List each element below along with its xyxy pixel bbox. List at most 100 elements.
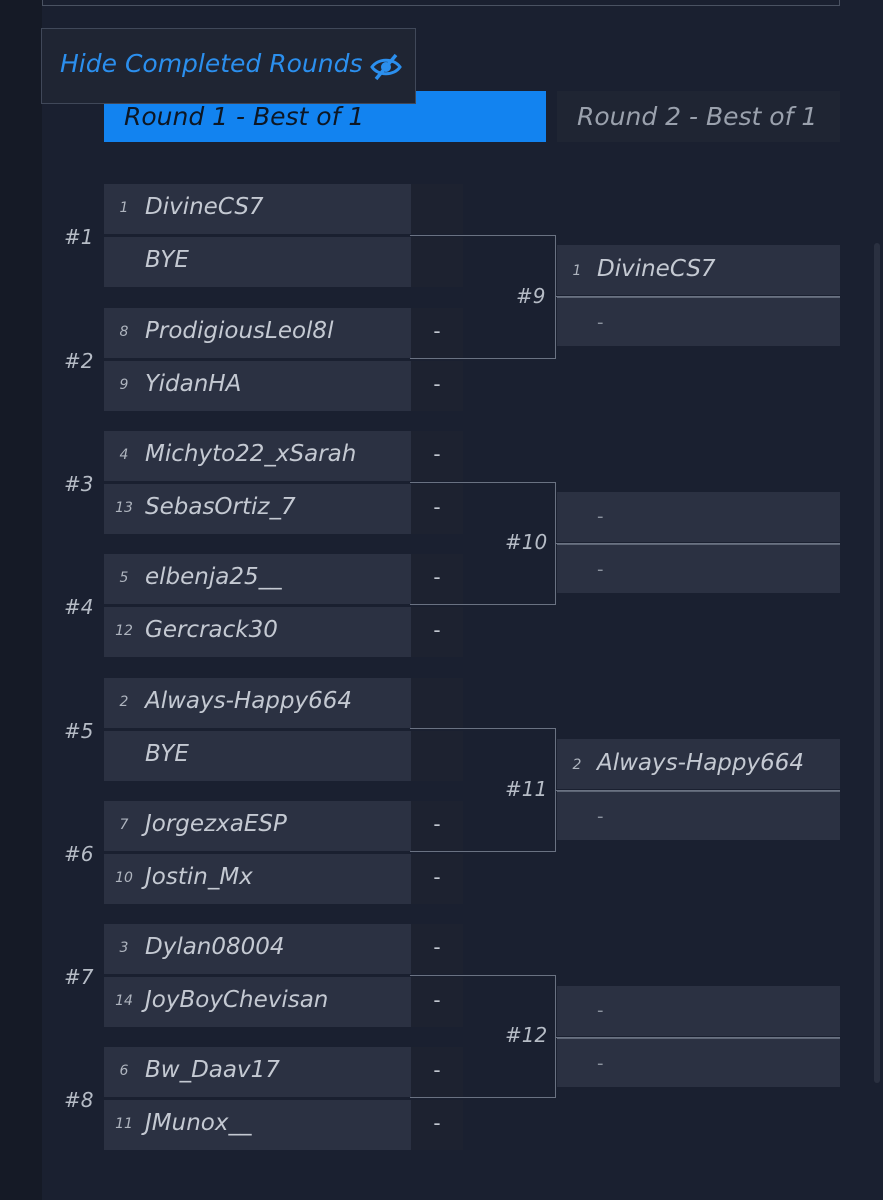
player-cell[interactable]: 1 DivineCS7 [104, 184, 411, 234]
connector-line [410, 235, 555, 236]
player-name: BYE [145, 741, 189, 767]
round2-slot[interactable]: - [557, 790, 840, 840]
match-number: #3 [64, 472, 94, 496]
player-cell[interactable]: 14 JoyBoyChevisan [104, 977, 411, 1027]
seed-number: 13 [115, 500, 133, 516]
player-name: YidanHA [145, 371, 242, 397]
match-number: #8 [64, 1088, 94, 1112]
seed-number: 5 [119, 570, 129, 586]
connector-line [555, 296, 840, 297]
match-number: #2 [64, 349, 94, 373]
hide-completed-rounds-button[interactable]: Hide Completed Rounds [41, 28, 416, 104]
player-name: JMunox__ [145, 1110, 252, 1136]
connector-line [410, 851, 555, 852]
score-cell: - [411, 361, 463, 411]
player-name: JorgezxaESP [145, 811, 287, 837]
round2-slot[interactable]: - [557, 986, 840, 1036]
seed-number: 6 [119, 1063, 129, 1079]
player-cell[interactable]: 8 ProdigiousLeol8l [104, 308, 411, 358]
seed-number: 2 [572, 757, 582, 773]
score-value: - [433, 565, 441, 589]
score-cell: - [411, 854, 463, 904]
score-value: - [433, 495, 441, 519]
match-number: #7 [64, 965, 94, 989]
player-name: Michyto22_xSarah [145, 441, 357, 467]
score-cell: - [411, 1047, 463, 1097]
round-2-header[interactable]: Round 2 - Best of 1 [557, 91, 840, 142]
match-number: #9 [516, 283, 546, 308]
seed-number: 8 [119, 324, 129, 340]
player-name: SebasOrtiz_7 [145, 494, 296, 520]
score-value: - [433, 1111, 441, 1135]
seed-number: 2 [119, 694, 129, 710]
top-frame [42, 0, 840, 6]
seed-number: 7 [119, 817, 129, 833]
connector-line [410, 728, 555, 729]
seed-number: 4 [119, 447, 129, 463]
player-cell[interactable]: 12 Gercrack30 [104, 607, 411, 657]
player-cell[interactable]: 7 JorgezxaESP [104, 801, 411, 851]
score-cell: - [411, 801, 463, 851]
score-value: - [433, 1058, 441, 1082]
connector-line [410, 358, 555, 359]
connector-line [410, 1097, 555, 1098]
round2-slot[interactable]: 2 Always-Happy664 [557, 739, 840, 789]
seed-number: 12 [115, 623, 133, 639]
empty-slot: - [597, 559, 604, 580]
player-cell[interactable]: 13 SebasOrtiz_7 [104, 484, 411, 534]
player-name: Always-Happy664 [145, 688, 353, 714]
seed-number: 14 [115, 993, 133, 1009]
player-cell[interactable]: BYE [104, 237, 411, 287]
score-value: - [433, 442, 441, 466]
score-cell: - [411, 308, 463, 358]
match-number: #5 [64, 719, 94, 743]
player-name: JoyBoyChevisan [145, 987, 329, 1013]
match-number: #10 [505, 530, 548, 554]
player-name: Always-Happy664 [597, 750, 805, 776]
score-value: - [433, 812, 441, 836]
seed-number: 1 [119, 200, 129, 216]
player-name: ProdigiousLeol8l [145, 318, 334, 344]
score-cell: - [411, 977, 463, 1027]
connector-line [555, 543, 840, 544]
score-value: - [433, 988, 441, 1012]
round2-slot[interactable]: - [557, 1037, 840, 1087]
seed-number: 11 [115, 1116, 133, 1132]
round2-slot[interactable]: - [557, 296, 840, 346]
scrollbar[interactable] [874, 243, 880, 1083]
player-name: Bw_Daav17 [145, 1057, 280, 1083]
connector-line [410, 604, 555, 605]
connector-line [555, 235, 556, 359]
round2-slot[interactable]: - [557, 492, 840, 542]
empty-slot: - [597, 1000, 604, 1021]
player-cell[interactable]: 2 Always-Happy664 [104, 678, 411, 728]
match-number: #6 [64, 842, 94, 866]
round2-slot[interactable]: - [557, 543, 840, 593]
player-cell[interactable]: 5 elbenja25__ [104, 554, 411, 604]
player-name: Gercrack30 [145, 617, 278, 643]
score-value: - [433, 618, 441, 642]
score-cell: - [411, 484, 463, 534]
empty-slot: - [597, 806, 604, 827]
score-cell: - [411, 924, 463, 974]
player-cell[interactable]: 11 JMunox__ [104, 1100, 411, 1150]
player-name: Jostin_Mx [145, 864, 253, 890]
match-number: #1 [64, 225, 94, 249]
connector-line [410, 975, 555, 976]
score-value: - [433, 865, 441, 889]
hide-completed-rounds-label: Hide Completed Rounds [60, 49, 363, 78]
connector-line [555, 975, 556, 1098]
score-cell: - [411, 431, 463, 481]
player-cell[interactable]: 4 Michyto22_xSarah [104, 431, 411, 481]
seed-number: 3 [119, 940, 129, 956]
score-cell [411, 184, 463, 234]
player-name: elbenja25__ [145, 564, 282, 590]
player-name: DivineCS7 [145, 194, 264, 220]
player-cell[interactable]: BYE [104, 731, 411, 781]
score-cell: - [411, 607, 463, 657]
player-cell[interactable]: 6 Bw_Daav17 [104, 1047, 411, 1097]
